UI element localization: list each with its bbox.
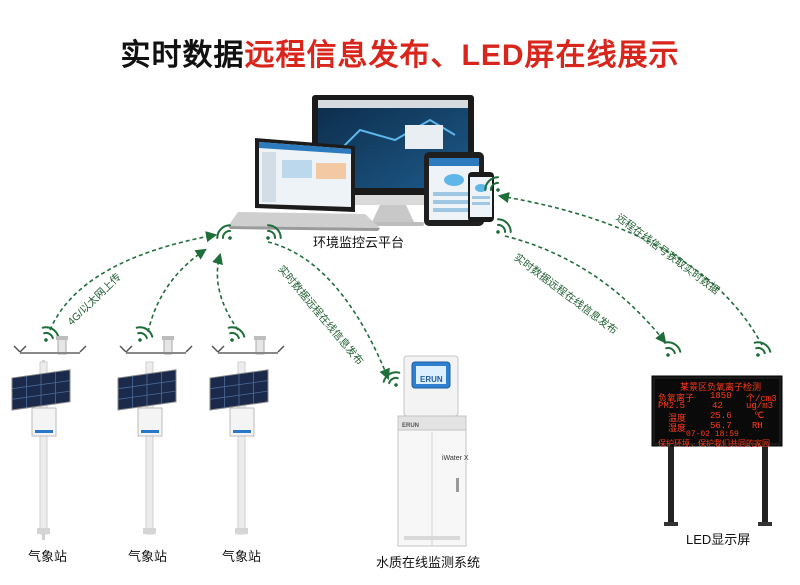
weather-station-3 <box>209 336 285 535</box>
wifi-signal-icon <box>496 218 512 234</box>
laptop <box>228 138 380 231</box>
wifi-signal-icon <box>227 326 246 342</box>
led-row-3-unit: ℃ <box>754 411 765 421</box>
led-row-1-value: 1850 <box>710 391 732 401</box>
arrow-ws2-to-cloud <box>147 248 207 333</box>
arrow-led-to-cloud <box>497 191 763 346</box>
weather-station-2 <box>117 336 193 535</box>
water-brand-label: ERUN <box>420 375 443 384</box>
led-screen-label: LED显示屏 <box>686 532 751 547</box>
wifi-signal-icon <box>753 341 772 357</box>
led-heading: 某景区负氧离子检测 <box>680 383 762 393</box>
cloud-platform-devices <box>228 95 494 231</box>
wifi-signal-icon <box>135 326 154 342</box>
wifi-signal-icon <box>266 224 282 240</box>
title-part1: 实时数据 <box>120 39 245 72</box>
led-row-3-name: 温度 <box>668 414 687 424</box>
weather-station-1 <box>11 336 87 540</box>
led-row-4-value: 56.7 <box>710 421 732 431</box>
led-row-2-value: 42 <box>712 401 723 411</box>
weather-station-2-label: 气象站 <box>128 549 168 564</box>
water-quality-cabinet <box>397 355 467 547</box>
wifi-signal-icon <box>663 341 682 357</box>
led-sign <box>651 375 783 526</box>
wifi-signal-icon <box>216 224 232 240</box>
led-row-1-unit: 个/cm3 <box>746 394 777 404</box>
wifi-signal-icon <box>484 176 500 192</box>
title-part2: 远程信息发布、LED屏在线展示 <box>244 39 680 72</box>
wifi-signal-icon <box>382 371 401 387</box>
water-brand-label-lower: ERUN <box>402 423 419 429</box>
wifi-signal-icon <box>41 326 60 342</box>
weather-station-1-label: 气象站 <box>28 549 68 564</box>
led-row-1-name: 负氧离子 <box>658 394 695 404</box>
arrow-cloud-to-water <box>267 241 390 381</box>
weather-station-3-label: 气象站 <box>222 549 262 564</box>
arrow-cloud-to-led <box>504 235 667 344</box>
led-row-2-unit: ug/m3 <box>746 401 774 411</box>
cloud-platform-label: 环境监控云平台 <box>313 235 405 250</box>
led-slogan: 保护环境，保护我们共同的家园 <box>658 440 770 449</box>
arrow-ws3-to-cloud <box>212 252 239 331</box>
led-row-2-name: PM2.5 <box>658 401 686 411</box>
water-system-label: 水质在线监测系统 <box>376 555 481 570</box>
led-row-4-unit: RH <box>752 421 763 431</box>
page-title: 实时数据远程信息发布、LED屏在线展示 <box>0 30 800 74</box>
water-model-label: iWater X <box>442 455 469 462</box>
flow-arrows <box>49 191 763 381</box>
led-row-3-value: 25.6 <box>710 411 732 421</box>
led-row-4-name: 湿度 <box>668 424 687 434</box>
led-datetime: 07-02 18:59 <box>686 430 739 439</box>
